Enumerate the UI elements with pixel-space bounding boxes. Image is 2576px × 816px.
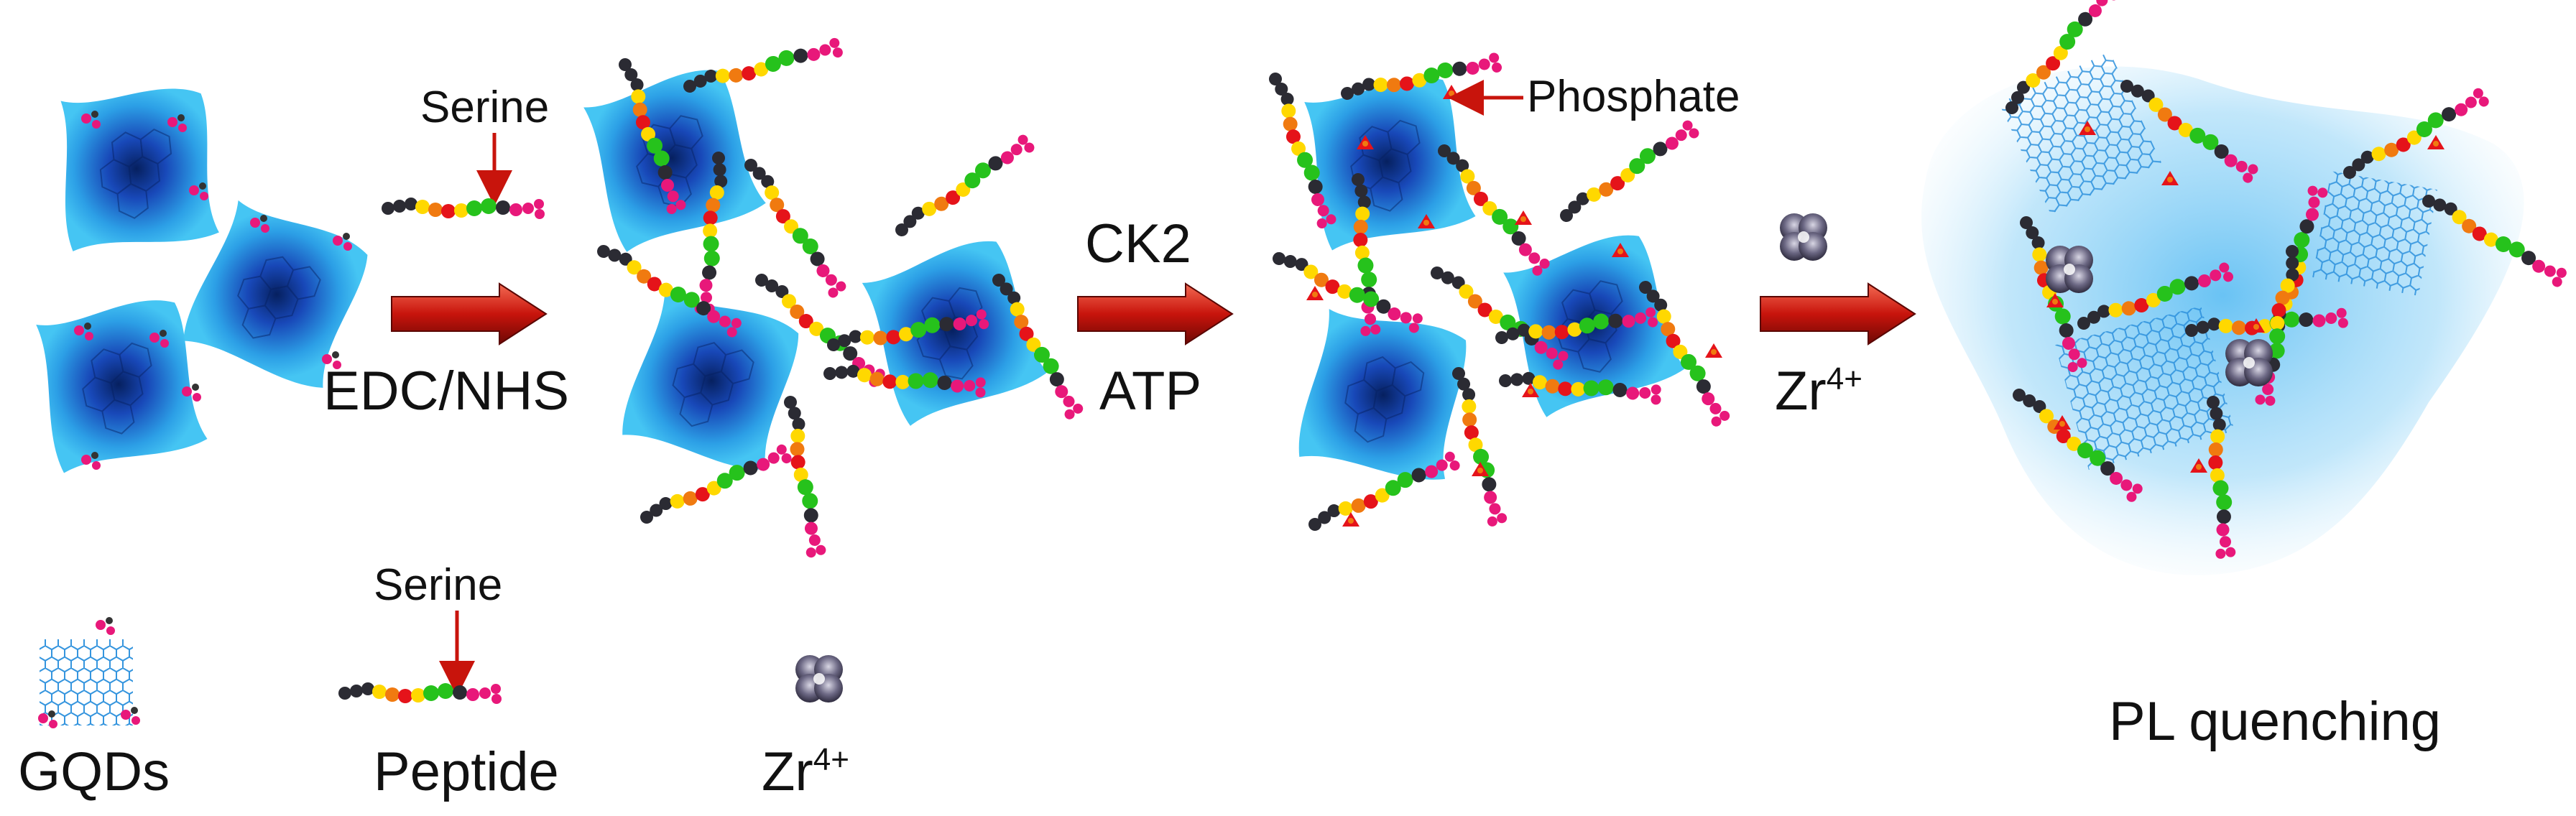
legend: GQDs Serine Peptide Zr4+ xyxy=(18,560,849,802)
stage-peptide-gqds xyxy=(576,35,1086,559)
legend-zr-icon xyxy=(795,655,843,703)
peptide-reagent xyxy=(382,198,545,219)
zr-label-main: Zr4+ xyxy=(1775,361,1862,422)
legend-peptide-label: Peptide xyxy=(374,741,559,802)
phosphate-label: Phosphate xyxy=(1527,72,1740,121)
edc-nhs-label: EDC/NHS xyxy=(323,361,569,422)
legend-zr-label: Zr4+ xyxy=(762,741,849,802)
pl-quenching-label: PL quenching xyxy=(2109,691,2441,752)
serine-label-legend: Serine xyxy=(374,560,502,610)
ck2-label: CK2 xyxy=(1085,213,1191,274)
reaction-arrow-2 xyxy=(1077,283,1233,345)
reaction-arrow-1 xyxy=(391,283,547,345)
stage-bare-gqds xyxy=(28,83,375,476)
stage-phosphorylated-gqds xyxy=(1262,50,1733,537)
reaction-arrow-3 xyxy=(1760,283,1916,345)
stage-aggregate-quenched xyxy=(1921,0,2570,575)
zr-reagent-icon xyxy=(1780,213,1827,261)
serine-label-top: Serine xyxy=(420,83,549,132)
atp-label: ATP xyxy=(1099,361,1201,422)
legend-peptide-icon xyxy=(338,682,502,704)
legend-gqd-icon xyxy=(38,617,140,728)
legend-gqds-label: GQDs xyxy=(18,741,170,802)
